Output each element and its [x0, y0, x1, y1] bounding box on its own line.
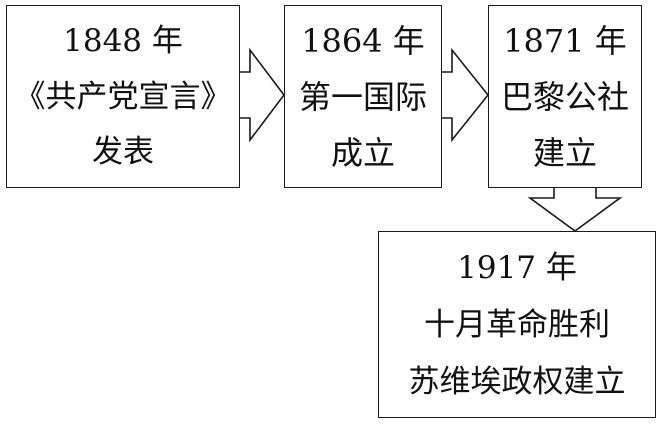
arrow-1848-to-1864: [240, 47, 286, 143]
node-1864-year: 1864 年: [301, 22, 425, 61]
node-1864-event: 第一国际: [298, 78, 427, 117]
node-1848: 1848 年 《共产党宣言》 发表: [6, 5, 240, 188]
node-1864-result: 成立: [330, 133, 395, 172]
arrow-1864-to-1871: [442, 47, 490, 143]
node-1917-event: 十月革命胜利: [424, 306, 610, 343]
node-1848-result: 发表: [92, 134, 154, 171]
node-1871-year: 1871 年: [503, 22, 627, 61]
node-1871: 1871 年 巴黎公社 建立: [488, 5, 642, 188]
node-1848-event: 《共产党宣言》: [14, 78, 232, 115]
node-1917: 1917 年 十月革命胜利 苏维埃政权建立: [378, 231, 656, 418]
node-1871-result: 建立: [532, 133, 597, 172]
node-1848-year: 1848 年: [63, 23, 183, 59]
node-1917-result: 苏维埃政权建立: [408, 363, 626, 400]
node-1864: 1864 年 第一国际 成立: [284, 5, 442, 188]
node-1917-year: 1917 年: [457, 249, 577, 286]
arrow-1871-to-1917: [527, 188, 623, 232]
node-1871-event: 巴黎公社: [500, 78, 629, 117]
